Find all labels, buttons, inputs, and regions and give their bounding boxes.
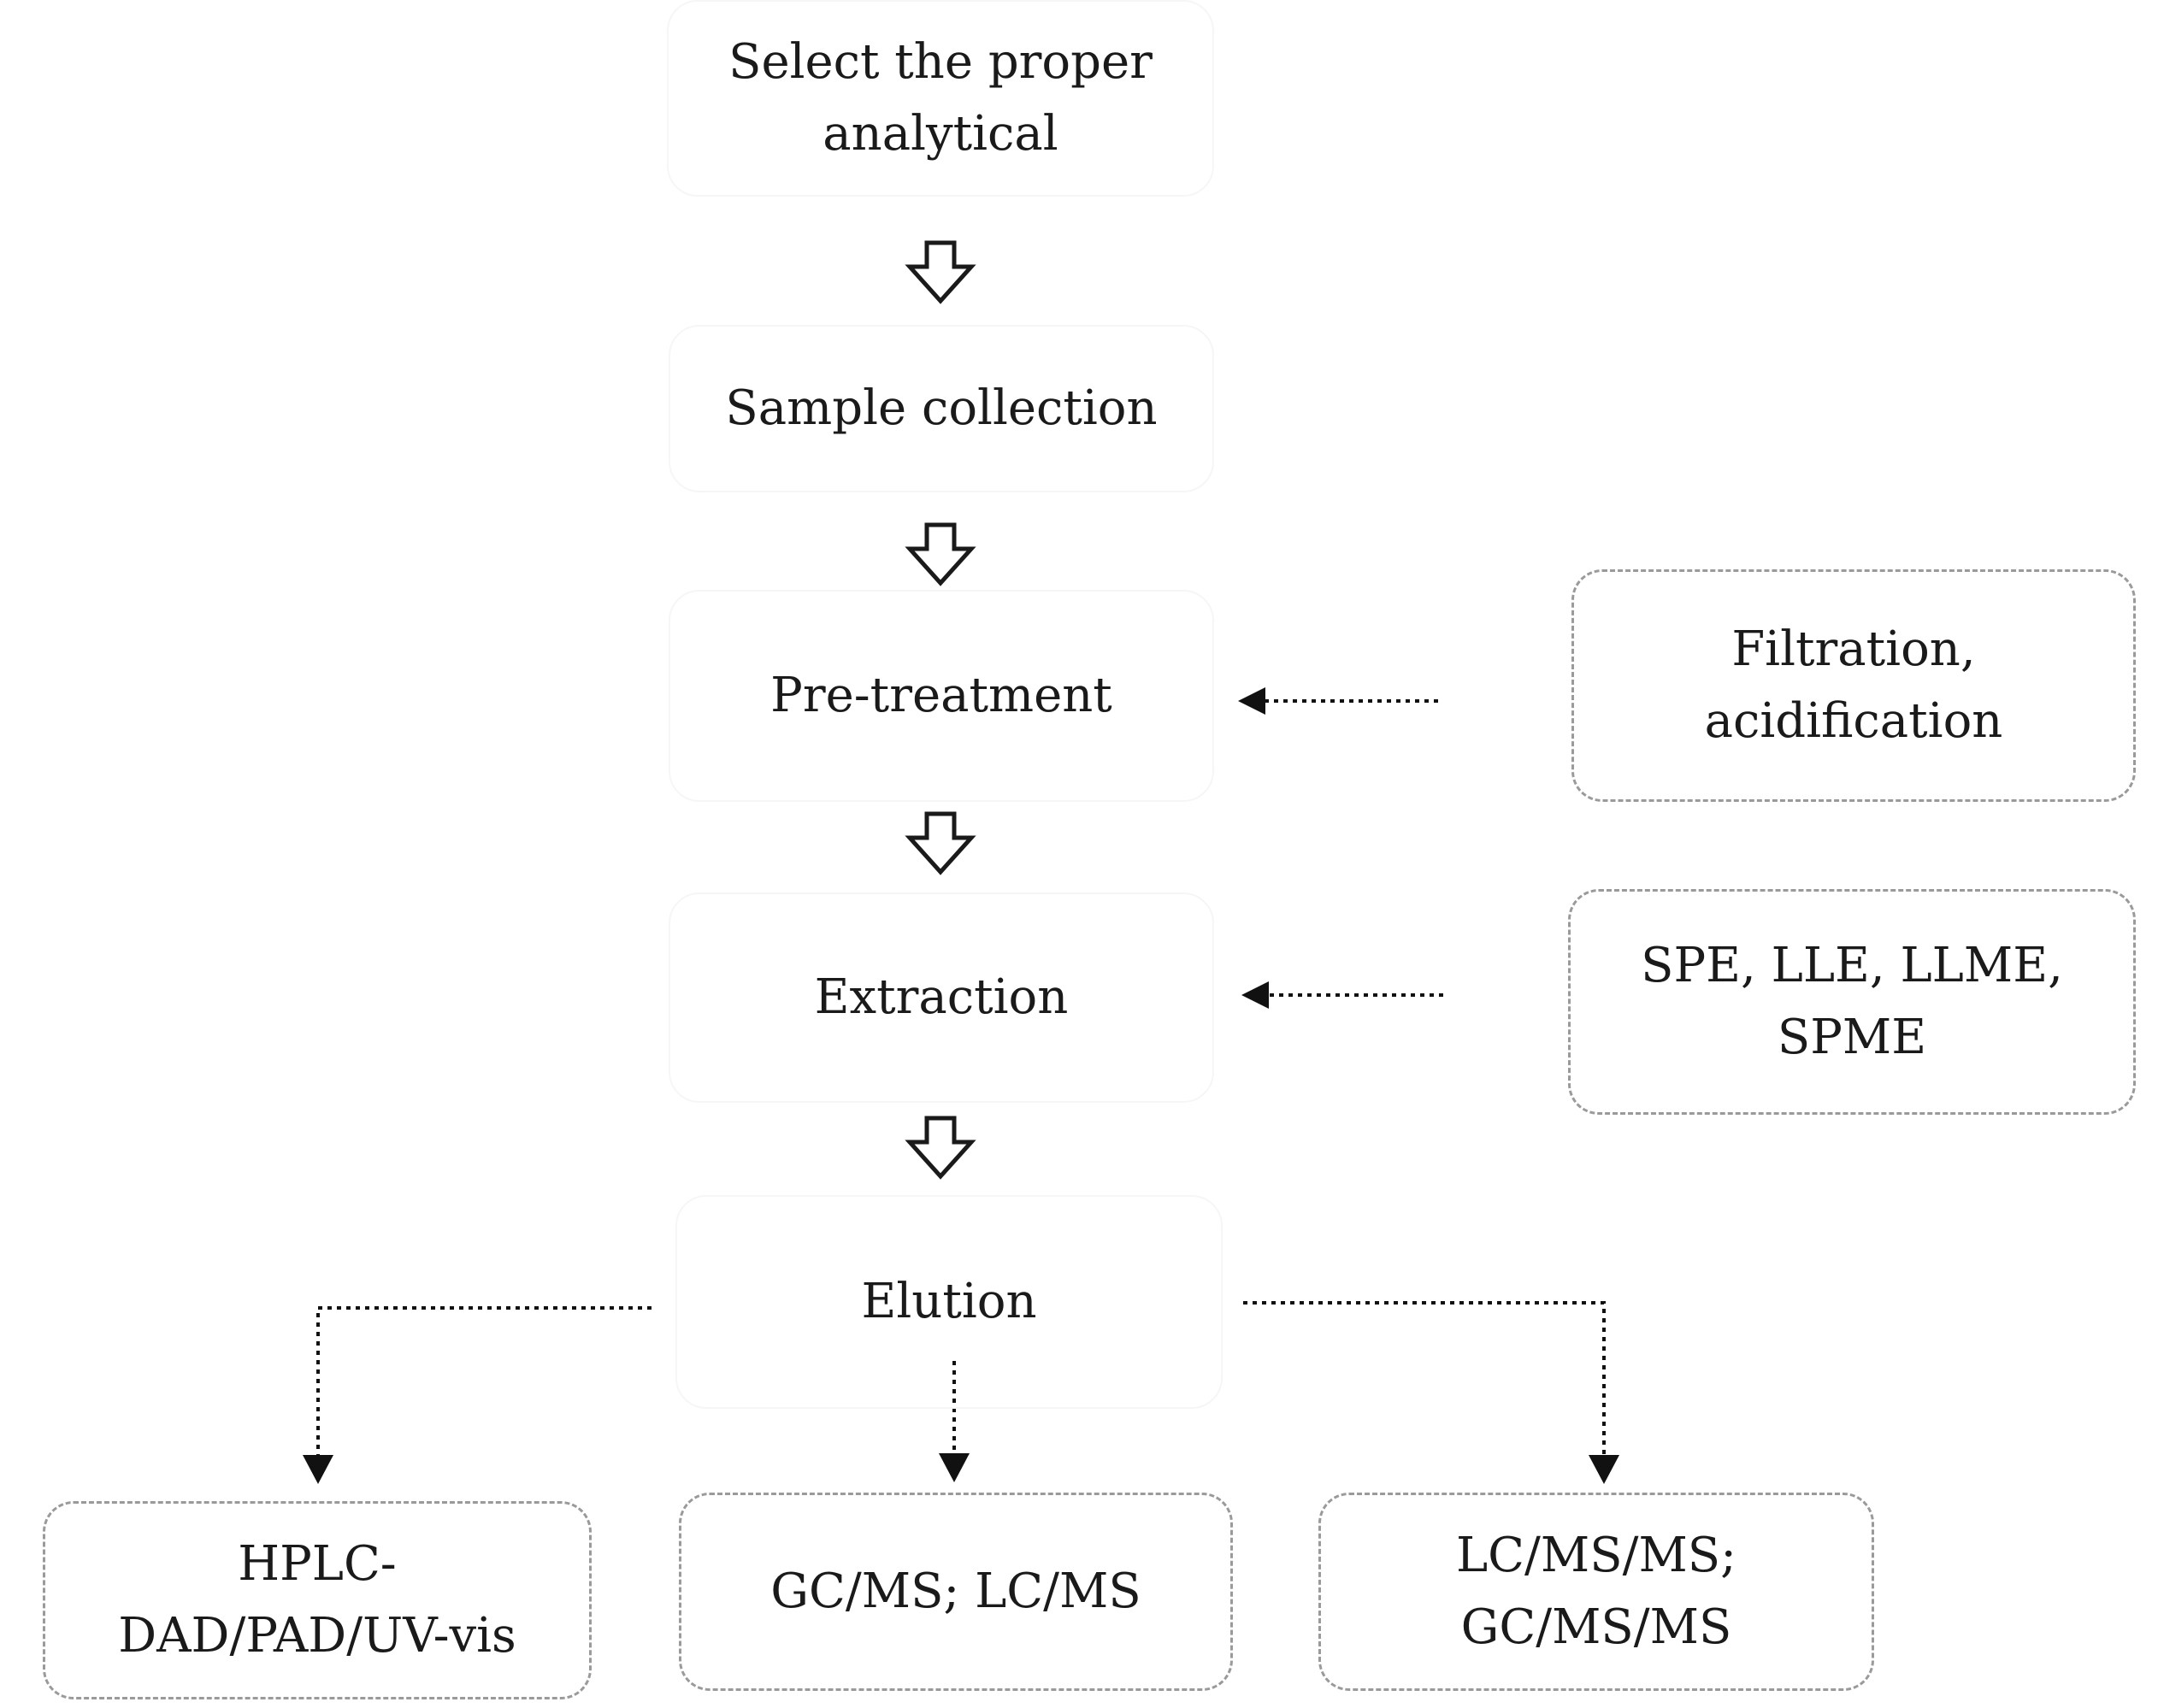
output-tandem-ms-label: LC/MS/MS; GC/MS/MS [1455,1528,1737,1655]
step-elution-label: Elution [861,1274,1037,1329]
step-pre-treatment: Pre-treatment [669,590,1214,802]
side-arrow-extraction [1241,981,1443,1009]
step-select-analytical: Select the proper analytical [667,0,1214,197]
output-tandem-ms: LC/MS/MS; GC/MS/MS [1318,1493,1874,1691]
branch-arrow-hplc [303,1306,652,1484]
output-gcms-lcms: GC/MS; LC/MS [679,1493,1233,1691]
step-extraction: Extraction [669,892,1214,1103]
flow-arrow-3 [905,811,976,875]
note-extraction-methods: SPE, LLE, LLME, SPME [1568,889,2136,1115]
output-gcms-lcms-label: GC/MS; LC/MS [770,1564,1141,1619]
step-extraction-label: Extraction [814,969,1069,1025]
side-arrow-pretreatment [1238,687,1438,715]
branch-arrow-tandem [1243,1301,1619,1484]
flow-arrow-1 [905,240,976,304]
note-extraction-methods-label: SPE, LLE, LLME, SPME [1641,938,2063,1065]
step-select-analytical-label: Select the proper analytical [728,34,1153,162]
step-elution: Elution [675,1195,1223,1409]
note-pretreatment-methods-label: Filtration, acidification [1704,621,2003,749]
step-sample-collection-label: Sample collection [725,380,1158,436]
branch-arrow-gcms-lcms [939,1361,970,1482]
step-sample-collection: Sample collection [669,325,1214,492]
output-hplc-label: HPLC- DAD/PAD/UV-vis [118,1536,516,1664]
output-hplc: HPLC- DAD/PAD/UV-vis [43,1501,592,1699]
step-pre-treatment-label: Pre-treatment [770,668,1112,723]
flow-arrow-2 [905,522,976,586]
note-pretreatment-methods: Filtration, acidification [1571,569,2136,802]
flow-arrow-4 [905,1116,976,1180]
